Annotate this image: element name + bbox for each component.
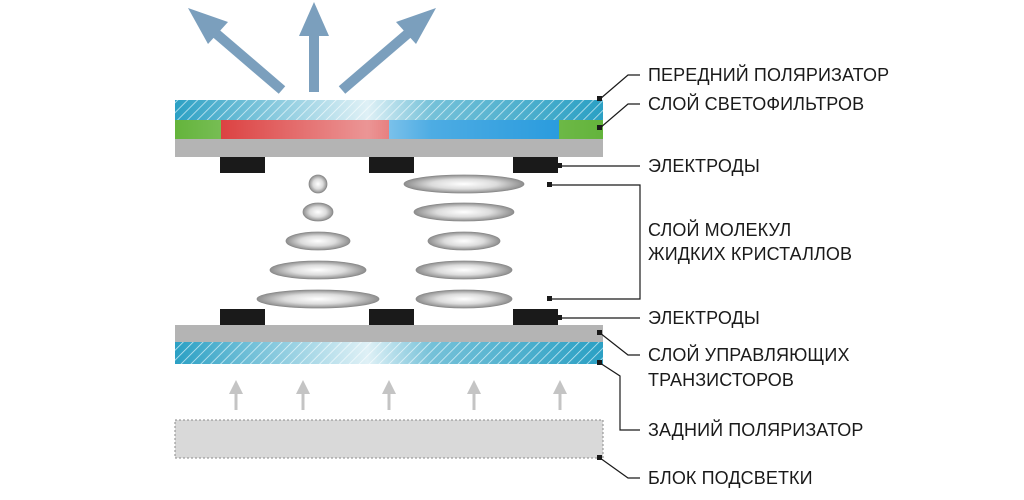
label-electrodes-bottom: ЭЛЕКТРОДЫ [648, 308, 760, 328]
electrode [369, 157, 414, 173]
input-light-arrows [229, 380, 567, 410]
leader-front-polarizer [599, 74, 640, 100]
lc-molecules-aligned [403, 174, 525, 309]
leader-color-filter [599, 103, 640, 129]
electrode [513, 157, 558, 173]
lc-molecule [269, 260, 367, 280]
label-tft-layer-line2: ТРАНЗИСТОРОВ [648, 370, 795, 390]
electrode [220, 309, 265, 325]
leader-dots [547, 96, 602, 460]
output-light-arrows [188, 2, 436, 94]
backlight-block [174, 419, 604, 459]
lc-molecule [415, 260, 513, 280]
arrow-up-small-icon [467, 380, 481, 410]
lc-molecule [413, 202, 515, 222]
label-lc-layer-line2: ЖИДКИХ КРИСТАЛЛОВ [648, 244, 853, 264]
tft-layer [175, 325, 603, 342]
electrode [220, 157, 265, 173]
label-tft-layer-line1: СЛОЙ УПРАВЛЯЮЩИХ [648, 345, 850, 365]
leader-backlight [599, 457, 640, 479]
label-electrodes-top: ЭЛЕКТРОДЫ [648, 156, 760, 176]
label-front-polarizer: ПЕРЕДНИЙ ПОЛЯРИЗАТОР [648, 65, 890, 85]
leader-lines [550, 74, 641, 479]
leader-tft-layer [599, 332, 640, 356]
arrow-up-small-icon [229, 380, 243, 410]
lc-molecule [403, 174, 525, 194]
lc-molecule [285, 231, 351, 251]
electrode [369, 309, 414, 325]
lc-molecule [302, 202, 334, 222]
arrow-up-small-icon [296, 380, 310, 410]
label-color-filter-layer: СЛОЙ СВЕТОФИЛЬТРОВ [648, 94, 865, 114]
rear-polarizer [175, 342, 603, 364]
bottom-electrodes [220, 309, 558, 325]
label-rear-polarizer: ЗАДНИЙ ПОЛЯРИЗАТОР [648, 420, 864, 440]
top-glass-substrate [175, 139, 603, 157]
leader-lc-layer [550, 184, 641, 300]
arrow-up-right-icon [338, 8, 436, 94]
lc-molecules-twisted [256, 174, 380, 309]
arrow-up-small-icon [382, 380, 396, 410]
label-lc-layer-line1: СЛОЙ МОЛЕКУЛ [648, 220, 792, 240]
lc-molecule [415, 289, 513, 309]
lc-molecule [256, 289, 380, 309]
top-electrodes [220, 157, 558, 173]
arrow-up-small-icon [553, 380, 567, 410]
electrode [513, 309, 558, 325]
lc-molecule [308, 174, 328, 194]
lc-molecule [427, 231, 501, 251]
label-backlight: БЛОК ПОДСВЕТКИ [648, 468, 813, 488]
arrow-up-icon [299, 2, 329, 92]
front-polarizer [175, 100, 603, 120]
leader-rear-polarizer [599, 362, 640, 431]
color-filter-layer [175, 120, 603, 139]
arrow-up-left-icon [188, 8, 286, 94]
